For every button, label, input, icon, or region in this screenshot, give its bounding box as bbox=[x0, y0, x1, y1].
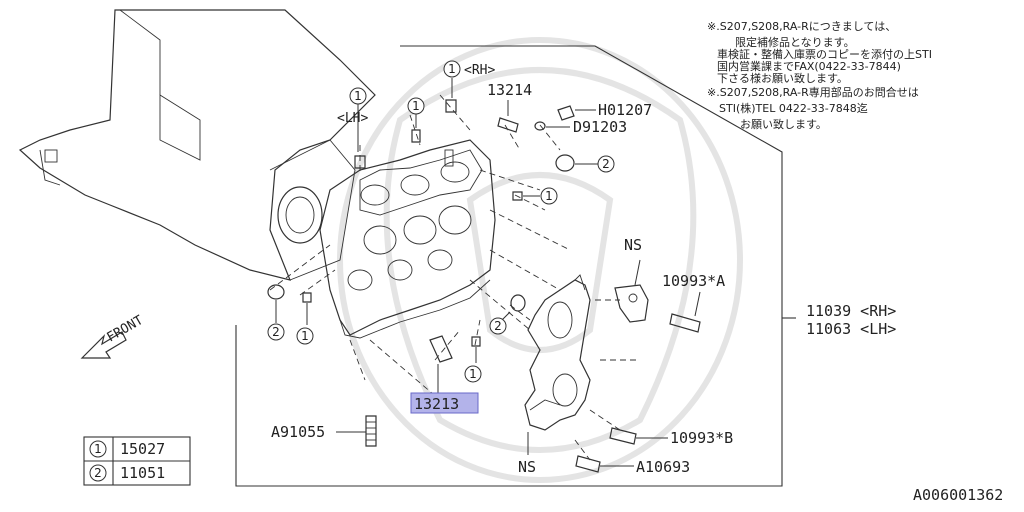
callout-2-left: 2 bbox=[267, 323, 285, 341]
legend-row-2: 2 11051 bbox=[89, 464, 165, 482]
svg-text:2: 2 bbox=[602, 157, 610, 171]
svg-text:2: 2 bbox=[494, 319, 502, 333]
ns-bracket-top bbox=[614, 284, 649, 323]
svg-text:1: 1 bbox=[354, 89, 362, 103]
callout-1-left-bolt: 1 bbox=[407, 97, 425, 115]
diagram-id: A006001362 bbox=[913, 486, 1003, 504]
legend-part-11051: 11051 bbox=[120, 464, 165, 482]
svg-text:2: 2 bbox=[272, 325, 280, 339]
svg-text:1: 1 bbox=[545, 189, 553, 203]
cylinder-head bbox=[319, 139, 496, 339]
note-line-3: 車検証・整備入庫票のコピーを添付の上STI bbox=[717, 47, 932, 61]
rh-side-label: <RH> bbox=[464, 63, 495, 78]
svg-text:1: 1 bbox=[412, 99, 420, 113]
part-a10693-label: A10693 bbox=[636, 458, 690, 476]
note-line-2: 限定補修品となります。 bbox=[735, 35, 855, 49]
part-10993b-label: 10993*B bbox=[670, 429, 733, 447]
legend-part-15027: 15027 bbox=[120, 440, 165, 458]
callout-1-right: 1 bbox=[540, 187, 558, 205]
note-line-5: 下さる様お願い致します。 bbox=[717, 71, 848, 85]
part-11039-label: 11039 <RH> bbox=[806, 302, 896, 320]
svg-text:1: 1 bbox=[448, 62, 456, 76]
callout-2-mid: 2 bbox=[489, 317, 507, 335]
part-d91203-label: D91203 bbox=[573, 118, 627, 136]
ns-top-label: NS bbox=[624, 236, 642, 254]
part-13214-label: 13214 bbox=[487, 81, 532, 99]
frame-lines bbox=[235, 45, 796, 487]
note-line-4: 国内営業課までFAX(0422-33-7844) bbox=[717, 59, 901, 73]
callout-2-right: 2 bbox=[597, 155, 615, 173]
callout-1-lh: 1 bbox=[349, 87, 367, 105]
camshaft-carrier bbox=[524, 274, 591, 431]
note-line-6: ※.S207,S208,RA-R専用部品のお問合せは bbox=[707, 85, 919, 99]
part-11063-label: 11063 <LH> bbox=[806, 320, 896, 338]
note-line-8: お願い致します。 bbox=[740, 117, 827, 131]
ns-bottom-label: NS bbox=[518, 458, 536, 476]
callout-1-left: 1 bbox=[296, 327, 314, 345]
note-line-1: ※.S207,S208,RA-Rにつきましては、 bbox=[707, 20, 896, 33]
svg-text:1: 1 bbox=[469, 367, 477, 381]
svg-text:1: 1 bbox=[94, 442, 102, 456]
callout-1-rh: 1 bbox=[443, 60, 461, 78]
lh-side-label: <LH> bbox=[337, 111, 368, 126]
legend-row-1: 1 15027 bbox=[89, 440, 165, 458]
notes-block: ※.S207,S208,RA-Rにつきましては、 限定補修品となります。 車検証… bbox=[707, 20, 932, 131]
svg-text:1: 1 bbox=[301, 329, 309, 343]
svg-text:2: 2 bbox=[94, 466, 102, 480]
part-10993a-label: 10993*A bbox=[662, 272, 725, 290]
front-arrow-icon bbox=[80, 331, 127, 359]
callout-1-mid: 1 bbox=[464, 365, 482, 383]
small-parts bbox=[267, 99, 701, 473]
engine-block bbox=[18, 9, 376, 281]
part-13213-highlight bbox=[410, 392, 479, 414]
part-h01207-label: H01207 bbox=[598, 101, 652, 119]
part-13213-label[interactable]: 13213 bbox=[414, 395, 459, 413]
note-line-7: STI(株)TEL 0422-33-7848迄 bbox=[719, 101, 868, 115]
legend-table: 1 15027 2 11051 bbox=[83, 436, 191, 486]
part-a91055-label: A91055 bbox=[271, 423, 325, 441]
